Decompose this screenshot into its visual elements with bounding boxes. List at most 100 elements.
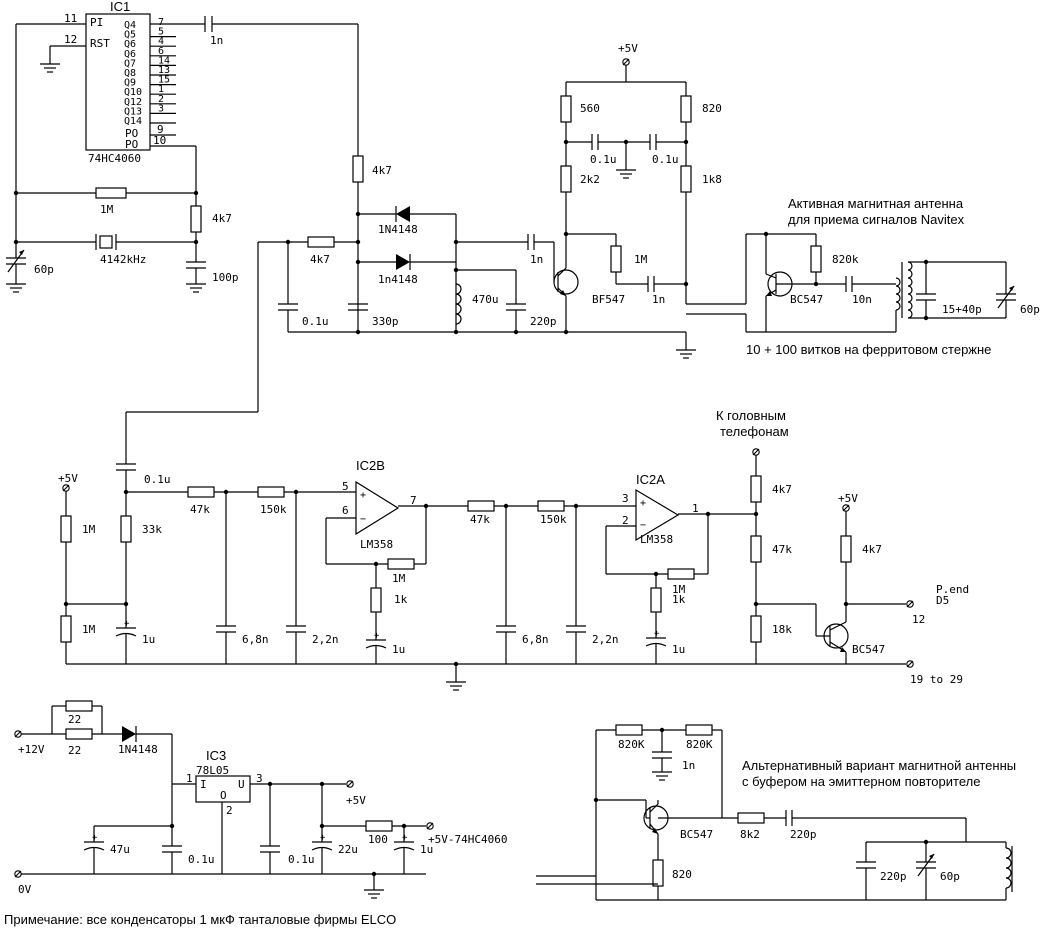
active-antenna: Активная магнитная антенна для приема си…	[746, 196, 1040, 357]
ic2b-part: LM358	[360, 538, 393, 551]
l-470u-label: 470u	[472, 293, 499, 306]
psu-r-22b-label: 22	[68, 744, 81, 757]
svg-text:+: +	[320, 833, 326, 843]
psu-c-22u-label: 22u	[338, 843, 358, 856]
headphones-label2: телефонам	[720, 424, 789, 439]
psu-pin2: 2	[226, 804, 233, 817]
oscillator: 1M 4k7 4142kHz 60p 100p	[5, 24, 239, 293]
ic1-output-num: 7	[158, 17, 164, 28]
c-1n-b-label: 1n	[652, 293, 665, 306]
amp-r-18k-label: 18k	[772, 623, 792, 636]
ic1-output-name: Q6	[124, 49, 136, 60]
c-10n-label: 10n	[852, 293, 872, 306]
ic2b-c-1u-label: 1u	[392, 643, 405, 656]
ic2a-r-1k-label: 1k	[672, 593, 686, 606]
ic1-pin-pi: PI	[90, 16, 103, 29]
headphones-label1: К головным	[716, 408, 786, 423]
ic1-output-name: Q6	[124, 39, 136, 50]
psu-pin-u: U	[238, 778, 245, 791]
ic1-output-name: Q8	[124, 68, 136, 79]
ant-title2: для приема сигналов Navitex	[788, 212, 965, 227]
r-4k7-top-label: 4k7	[372, 164, 392, 177]
d1-label: 1N4148	[378, 223, 418, 236]
svg-text:+: +	[374, 631, 380, 641]
alt-antenna: 820K 820K 1n BC547 Альтернативный вариан…	[536, 724, 1016, 901]
c-330p-label: 330p	[372, 315, 399, 328]
ic1-output-num: 5	[158, 27, 164, 38]
amp-t-bc547-label: BC547	[852, 643, 885, 656]
ic1-output-num: 3	[158, 103, 164, 114]
alt-c-60p-label: 60p	[940, 870, 960, 883]
amp-r-150k-a-label: 150k	[260, 503, 287, 516]
ic1-output-name: Q13	[124, 106, 142, 117]
c-15-40p-label: 15+40p	[942, 303, 982, 316]
alt-t-bc547-label: BC547	[680, 828, 713, 841]
ic2b-r-fb-label: 1M	[392, 572, 406, 585]
amp-c-68n-a-label: 6,8n	[242, 633, 269, 646]
ic1-name: IC1	[110, 0, 130, 14]
r-560-label: 560	[580, 102, 600, 115]
amp-r-47k-a-label: 47k	[190, 503, 210, 516]
supply-5v-label: +5V	[618, 42, 638, 55]
psu-c-47u-label: 47u	[110, 843, 130, 856]
amp-r-1m-a-label: 1M	[82, 523, 96, 536]
r-4k7-mid-label: 4k7	[310, 253, 330, 266]
amp-c-22n-b-label: 2,2n	[592, 633, 619, 646]
amp-r-150k-b-label: 150k	[540, 513, 567, 526]
ic1-output-num: 15	[158, 75, 170, 86]
psu-c-01u-a-label: 0.1u	[188, 853, 215, 866]
svg-text:+: +	[124, 619, 130, 629]
psu-out-5v-label: +5V	[346, 794, 366, 807]
c-1n-top-label: 1n	[210, 34, 223, 47]
crystal-label: 4142kHz	[100, 253, 146, 266]
amp-vcc-label: +5V	[58, 472, 78, 485]
c-60p-b-label: 60p	[1020, 303, 1040, 316]
ic2b-r-1k-label: 1k	[394, 593, 408, 606]
alt-r-820k-b-label: 820K	[686, 738, 713, 751]
psu-r-22a-label: 22	[68, 713, 81, 726]
ic1-po1-num: 9	[157, 123, 164, 136]
svg-text:−: −	[360, 514, 366, 525]
ic1-output-num: 14	[158, 55, 170, 66]
ic1-output-name: Q5	[124, 30, 136, 41]
c-1n-mid-label: 1n	[530, 253, 543, 266]
alt-r-820k-a-label: 820K	[618, 738, 645, 751]
ic2a-pin3: 3	[622, 492, 629, 505]
r-820k-label: 820k	[832, 253, 859, 266]
ant-title1: Активная магнитная антенна	[788, 196, 964, 211]
ic1-part: 74HC4060	[88, 152, 141, 165]
psu-v12-label: +12V	[18, 743, 45, 756]
power-supply: 22 22 +12V 1N4148 IC3 78L05 I U O 1 2 3 …	[14, 700, 507, 899]
r-1m-label: 1M	[100, 203, 114, 216]
pend-label1: P.end	[936, 583, 969, 596]
psu-pin1: 1	[186, 772, 193, 785]
alt-title2: с буфером на эмиттерном повторителе	[742, 774, 980, 789]
c-220p-label: 220p	[530, 315, 557, 328]
ic1-output-name: Q9	[124, 78, 136, 89]
turns-label: 10 + 100 витков на ферритовом стержне	[746, 342, 991, 357]
psu-pin-o: O	[220, 789, 227, 802]
amp-c-in-label: 0.1u	[144, 473, 171, 486]
ic1-po2-num: 10	[153, 134, 166, 147]
c-01u-a-label: 0.1u	[590, 153, 617, 166]
psu-pin-i: I	[200, 778, 207, 791]
ic1-output-name: Q10	[124, 87, 142, 98]
ic1-output-name: Q4	[124, 20, 136, 31]
ic2b-pin6: 6	[342, 504, 349, 517]
ic2a-part: LM358	[640, 533, 673, 546]
amplifier: 0.1u +5V 1M 1M 33k + 1u 47k 150k	[58, 408, 969, 691]
svg-text:−: −	[640, 520, 646, 531]
ic2b-label: IC2B	[356, 458, 385, 473]
ic1-pin-rst: RST	[90, 37, 110, 50]
svg-text:+: +	[654, 629, 660, 639]
amp-r-1m-b-label: 1M	[82, 623, 96, 636]
footnote: Примечание: все конденсаторы 1 мкФ танта…	[4, 912, 396, 927]
psu-pin3: 3	[256, 772, 263, 785]
ic1-po2: PO	[125, 138, 138, 151]
c-01u-label: 0.1u	[302, 315, 329, 328]
svg-text:+: +	[402, 833, 408, 843]
ic2a-r-fb-label: 1M	[672, 583, 686, 596]
ic2a-c-1u-label: 1u	[672, 643, 685, 656]
amp-r-47k-b-label: 47k	[470, 513, 490, 526]
